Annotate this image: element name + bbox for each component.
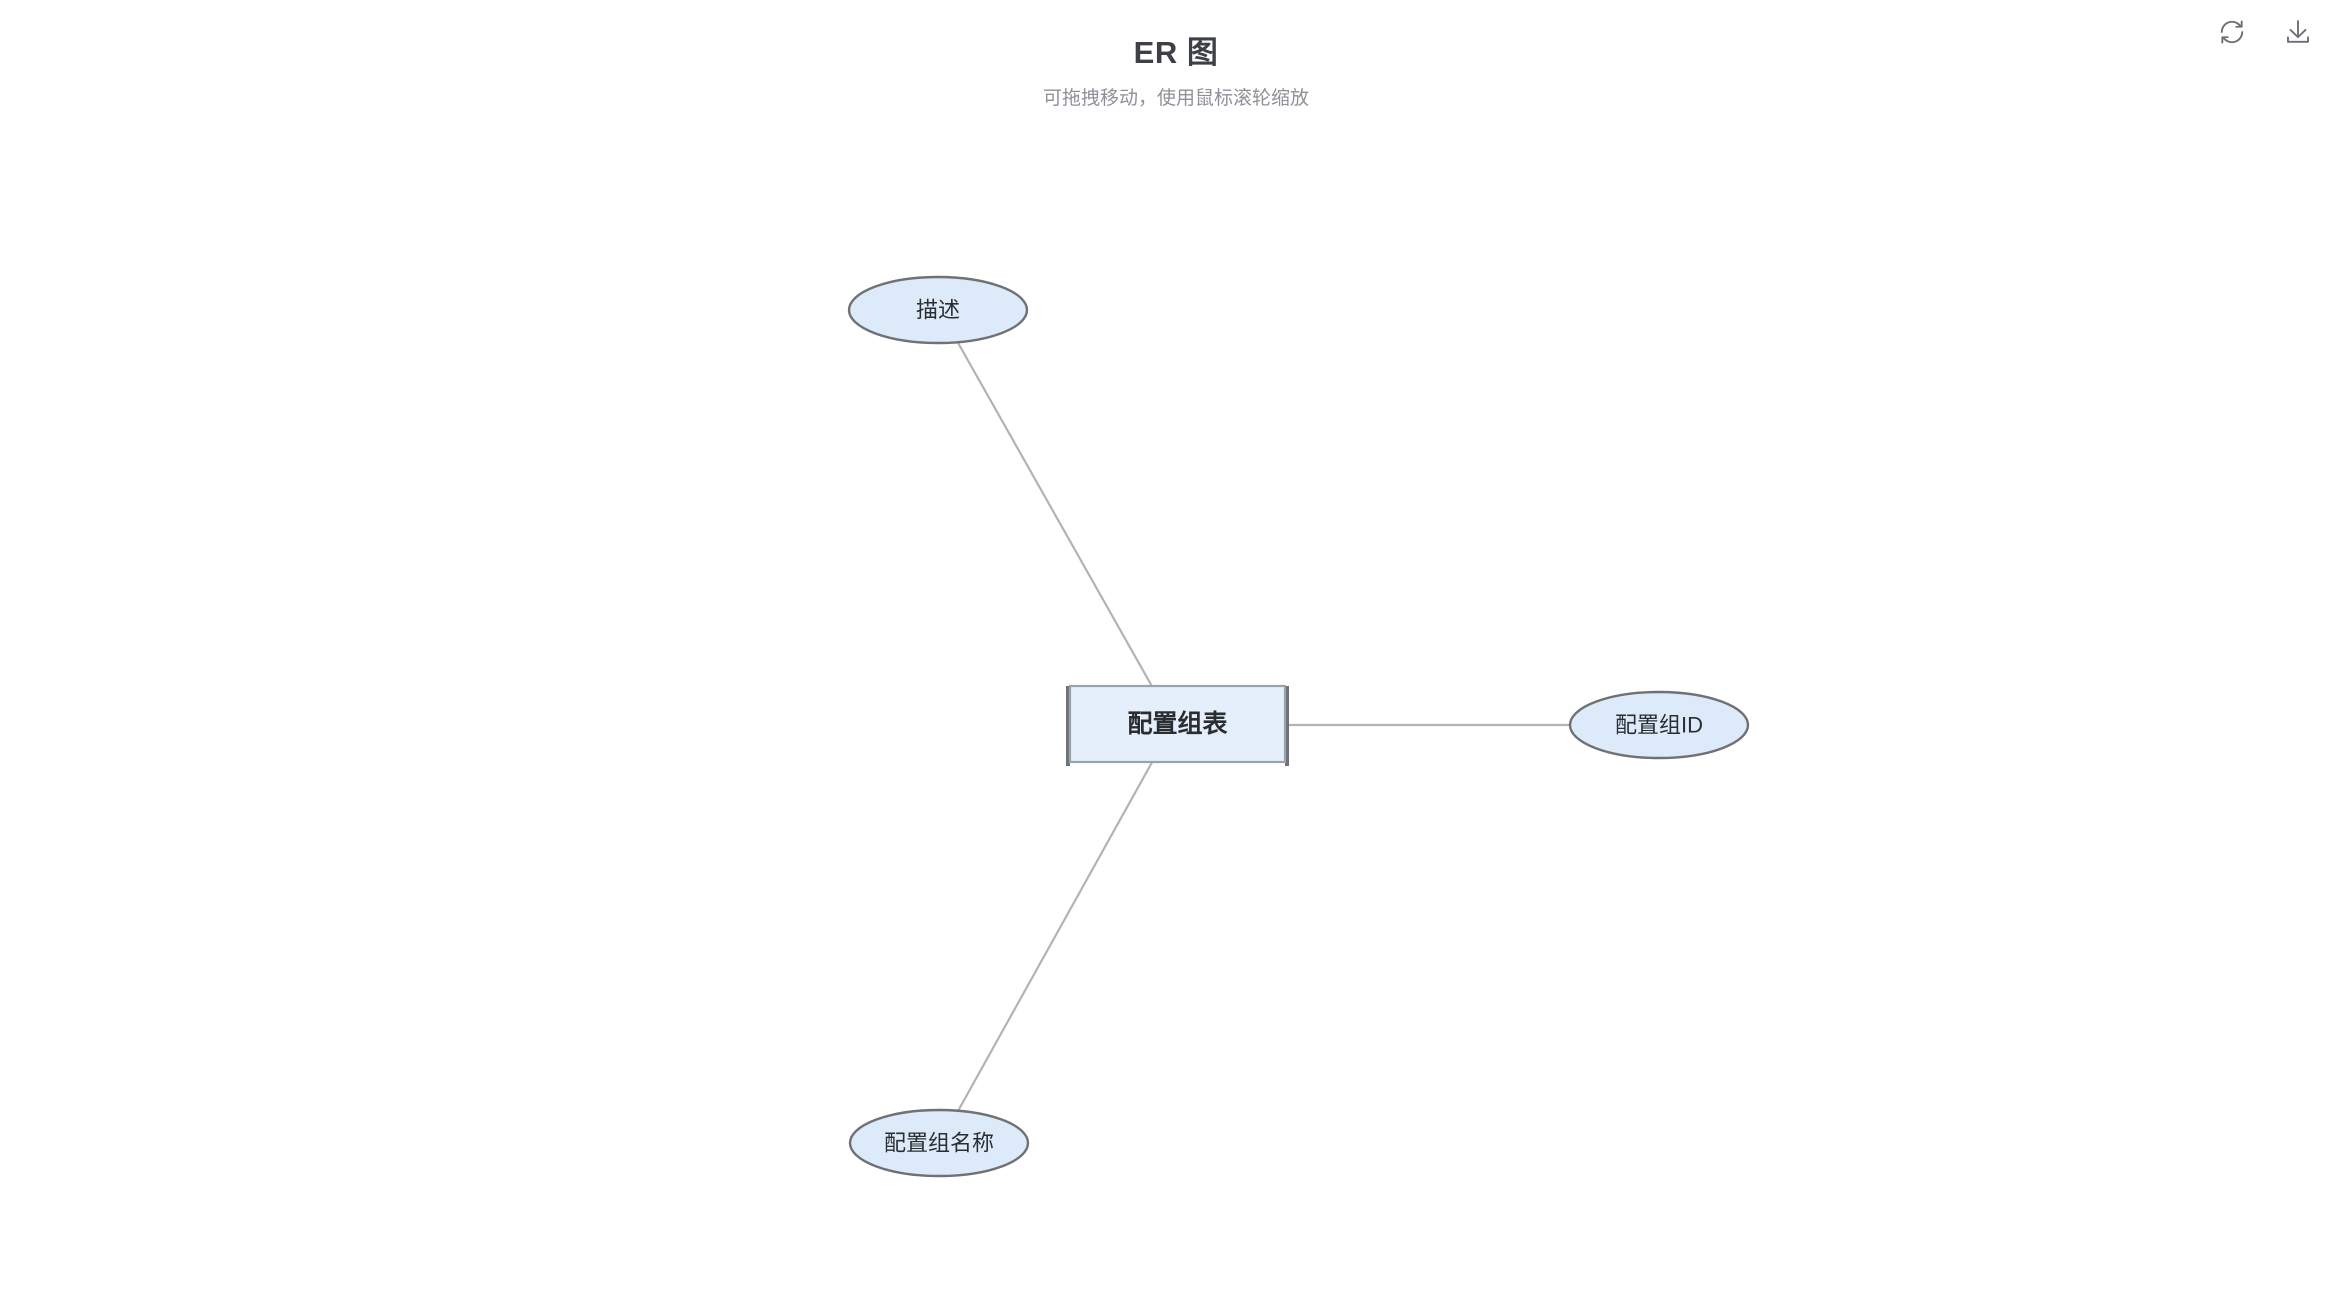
attribute-ellipse[interactable] (847, 275, 1029, 345)
attribute-description[interactable]: 描述 (847, 275, 1029, 345)
refresh-icon (2218, 18, 2246, 46)
edge-config-group-name (957, 747, 1161, 1112)
refresh-button[interactable] (2210, 10, 2254, 54)
entity-shadow-left (1066, 686, 1070, 766)
entity-shadow-right (1285, 686, 1289, 766)
page-title: ER 图 (1133, 35, 1219, 70)
entity-box[interactable] (1068, 684, 1287, 764)
attribute-config-group-name[interactable]: 配置组名称 (848, 1108, 1030, 1178)
attribute-config-group-id[interactable]: 配置组ID (1568, 690, 1750, 760)
header: ER 图 可拖拽移动，使用鼠标滚轮缩放 (0, 0, 2352, 111)
attribute-ellipse[interactable] (1568, 690, 1750, 760)
attributes-layer: 描述 配置组ID 配置组名称 (847, 275, 1750, 1178)
attribute-label: 描述 (916, 298, 960, 323)
entity-label: 配置组表 (1127, 710, 1228, 738)
download-icon (2284, 18, 2312, 46)
attribute-ellipse[interactable] (848, 1108, 1030, 1178)
edges-layer (956, 340, 1570, 1112)
download-button[interactable] (2276, 10, 2320, 54)
entities-layer: 配置组表 (1066, 684, 1289, 766)
page-subtitle: 可拖拽移动，使用鼠标滚轮缩放 (1042, 87, 1309, 109)
entity-config-group-table[interactable]: 配置组表 (1066, 684, 1289, 766)
edge-description (956, 340, 1163, 705)
attribute-label: 配置组名称 (884, 1131, 994, 1156)
diagram-toolbar (2210, 0, 2352, 64)
attribute-label: 配置组ID (1615, 713, 1703, 738)
